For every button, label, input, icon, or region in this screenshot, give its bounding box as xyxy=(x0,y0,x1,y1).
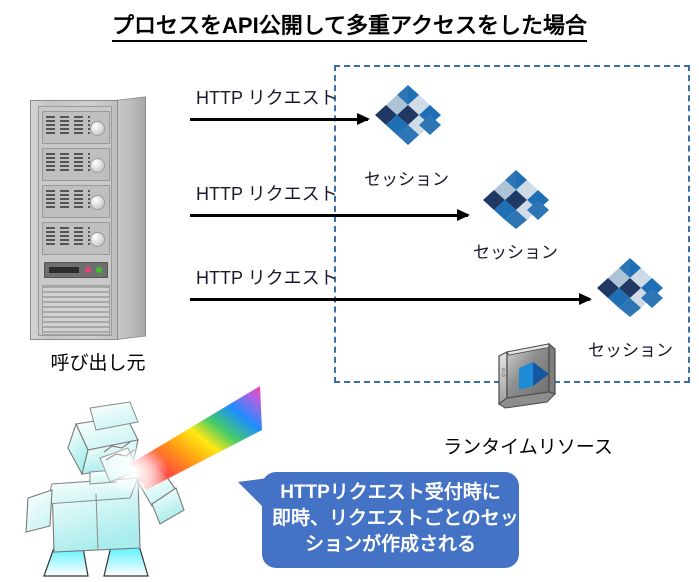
callout-bubble xyxy=(262,472,519,568)
callout-text: HTTPリクエスト受付時に 即時、リクエストごとのセッ ションが作成される xyxy=(272,480,519,558)
runtime-resource-icon xyxy=(489,342,563,410)
server-control-panel xyxy=(44,262,108,278)
runtime-resource-label: ランタイムリソース xyxy=(443,437,613,458)
server-inner-frame xyxy=(38,106,112,336)
server-grill-icon xyxy=(46,116,90,140)
server-drive-bay xyxy=(42,222,110,255)
session-pyramid-icon xyxy=(597,258,663,318)
callout-line-3: ションが作成される xyxy=(304,534,476,555)
server-grill-icon xyxy=(46,227,90,251)
server-front-panel xyxy=(30,100,118,340)
server-grill-icon xyxy=(46,190,90,214)
page-title: プロセスをAPI公開して多重アクセスをした場合 xyxy=(0,8,699,42)
http-request-label-2: HTTP リクエスト xyxy=(196,184,338,204)
server-side-panel xyxy=(116,96,146,340)
session-label-2: セッション xyxy=(473,243,558,262)
http-request-arrow-1 xyxy=(190,113,370,125)
http-request-label-3: HTTP リクエスト xyxy=(196,268,338,288)
server-led-green-icon xyxy=(96,267,102,273)
server-drive-bay xyxy=(42,148,110,181)
server-bay-knob-icon xyxy=(90,121,105,136)
server-drive-bay xyxy=(42,111,110,144)
server-bay-knob-icon xyxy=(90,195,105,210)
source-label: 呼び出し元 xyxy=(50,353,146,374)
server-drive-bay xyxy=(42,185,110,218)
session-pyramid-icon xyxy=(375,85,441,145)
server-tower-icon xyxy=(30,96,146,340)
server-optical-slot-icon xyxy=(49,267,79,273)
server-vents-icon xyxy=(42,285,110,335)
http-request-label-1: HTTP リクエスト xyxy=(196,88,338,108)
server-bay-knob-icon xyxy=(90,158,105,173)
session-label-3: セッション xyxy=(588,341,673,360)
server-grill-icon xyxy=(46,153,90,177)
http-request-arrow-3 xyxy=(190,293,592,305)
callout-line-1: HTTPリクエスト受付時に xyxy=(280,482,501,503)
callout-line-2: 即時、リクエストごとのセッ xyxy=(272,508,519,529)
server-bay-knob-icon xyxy=(90,232,105,247)
session-label-1: セッション xyxy=(364,170,449,189)
http-request-arrow-2 xyxy=(190,209,470,221)
page-title-text: プロセスをAPI公開して多重アクセスをした場合 xyxy=(112,13,587,42)
session-pyramid-icon xyxy=(483,170,549,230)
prism-robot-icon xyxy=(12,386,262,582)
server-led-pink-icon xyxy=(85,267,91,273)
